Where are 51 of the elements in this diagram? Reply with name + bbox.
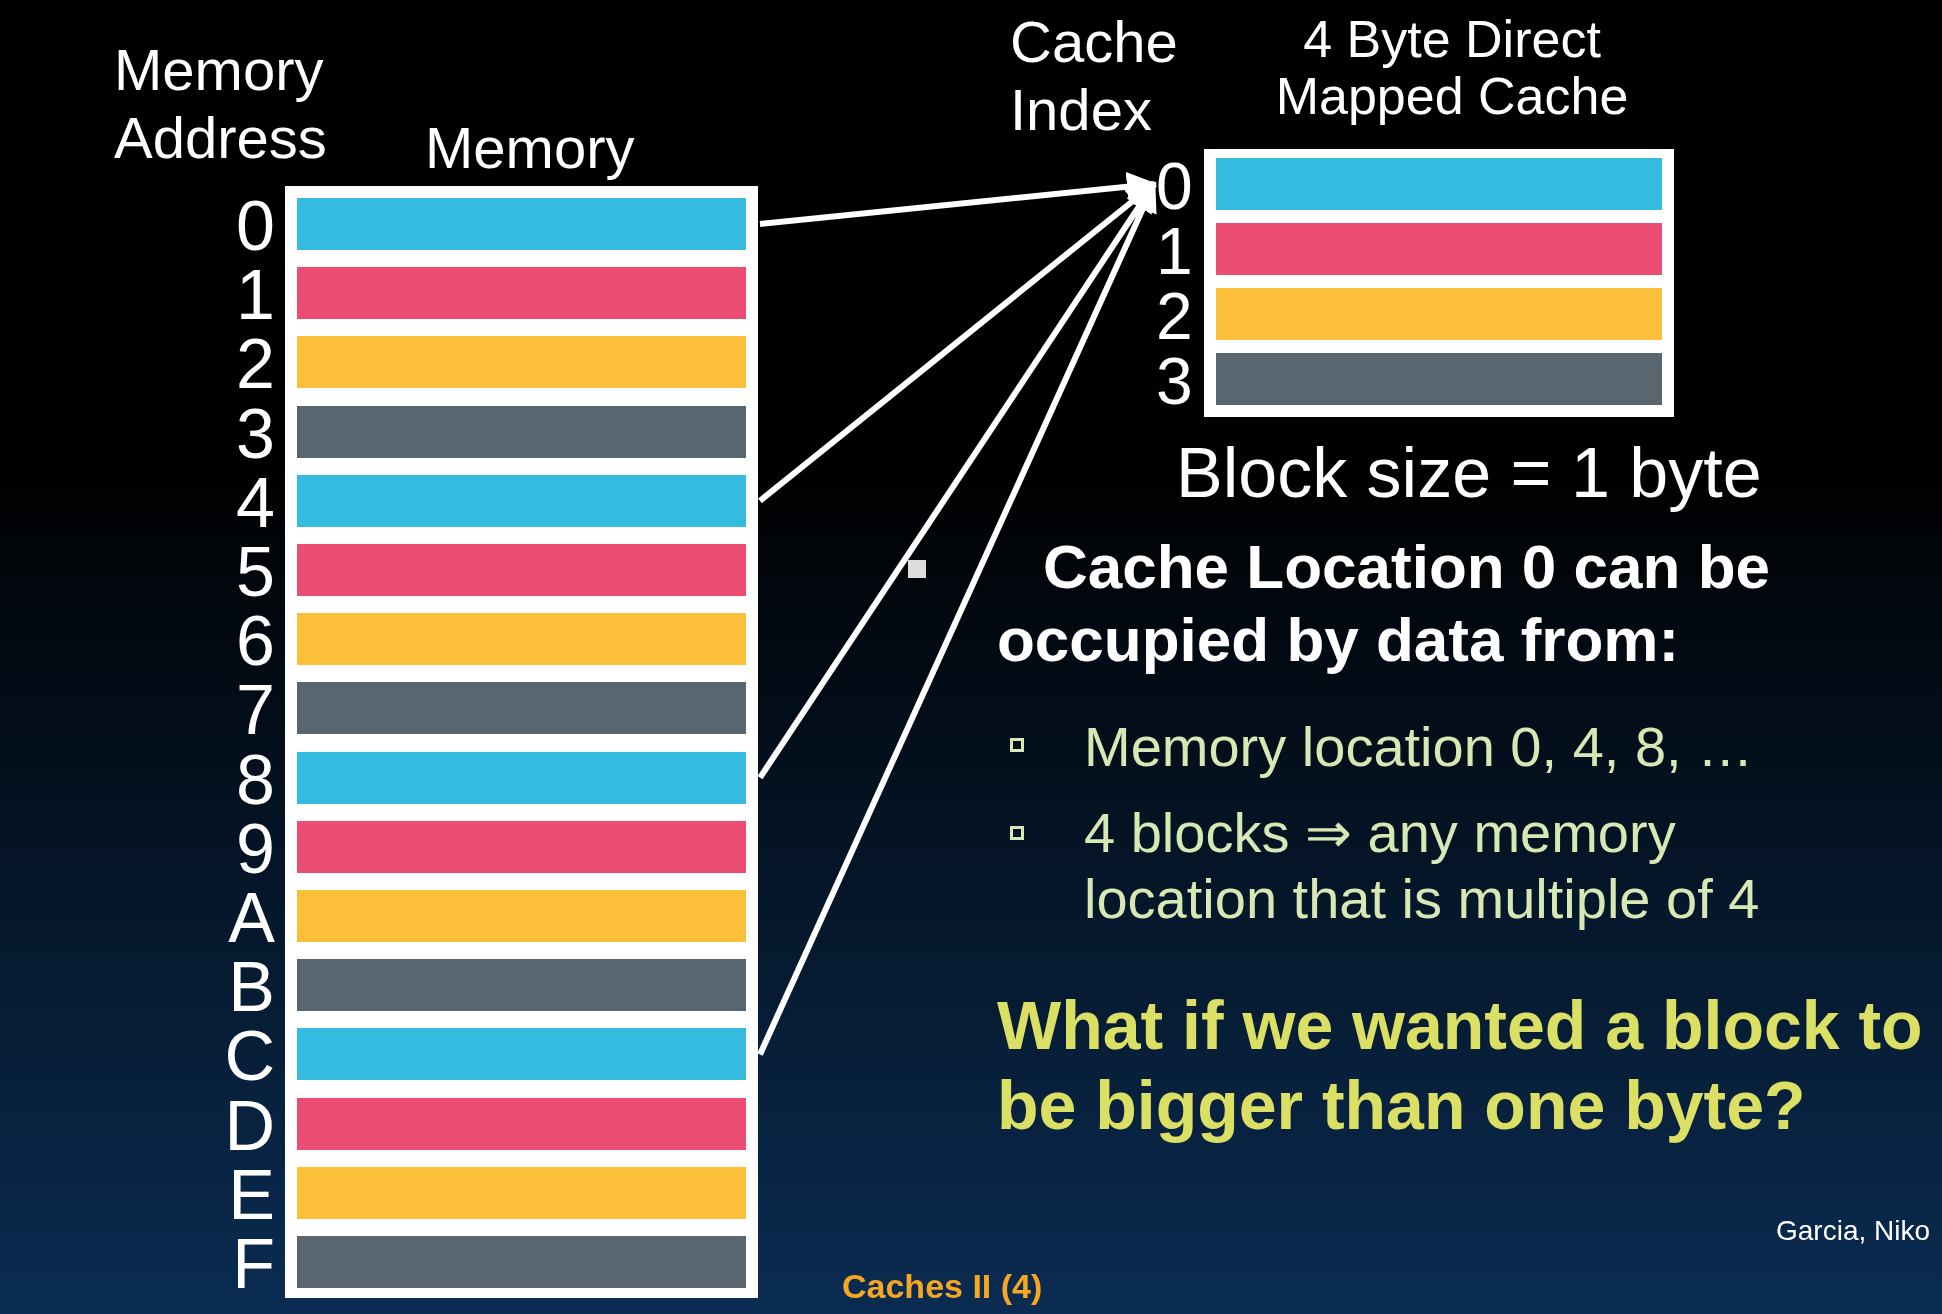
index-number: 0	[1156, 160, 1193, 212]
memory-block	[297, 890, 746, 942]
memory-block	[297, 682, 746, 735]
memory-block	[297, 544, 746, 596]
address-number: 1	[235, 269, 275, 322]
index-number: 3	[1156, 355, 1193, 407]
author-text: Garcia, Niko	[1776, 1214, 1932, 1248]
memory-block	[297, 1097, 746, 1150]
bullet-text: Memory location 0, 4, 8, …	[1084, 714, 1755, 780]
address-number: E	[227, 1168, 275, 1221]
arrow	[758, 181, 1157, 504]
address-number: 4	[235, 476, 275, 529]
memory-block	[297, 1166, 746, 1219]
arrow	[759, 171, 1157, 227]
address-number: C	[223, 1030, 275, 1083]
memory-block	[297, 267, 746, 320]
memory-block	[297, 959, 746, 1012]
address-number: A	[227, 892, 275, 944]
footer-text: Caches II (4)	[842, 1266, 1044, 1307]
address-number: D	[223, 1099, 275, 1152]
memory-block	[297, 405, 746, 458]
bullet-text: Cache Location 0 can be occupied by data from:	[997, 531, 1771, 677]
arrow	[757, 181, 1157, 780]
memory-block	[297, 1028, 746, 1081]
heading: 4 Byte Direct Mapped Cache	[1274, 11, 1630, 126]
memory-block	[297, 198, 746, 250]
address-number: 3	[235, 407, 275, 460]
heading: Memory	[425, 116, 635, 180]
address-number: B	[227, 961, 275, 1014]
caption-text: Block size = 1 byte	[1176, 433, 1763, 514]
address-number: 6	[235, 615, 275, 668]
address-number: 5	[235, 546, 275, 598]
question-text: What if we wanted a block to be bigger than one byte?	[997, 986, 1924, 1146]
column-heading: Memory Address	[114, 36, 328, 173]
index-number: 1	[1156, 225, 1193, 277]
memory-block	[297, 1236, 746, 1288]
memory-block	[297, 336, 746, 389]
memory-block	[297, 751, 746, 804]
memory-block	[297, 820, 746, 873]
address-number: 7	[235, 684, 275, 737]
memory-block	[297, 613, 746, 666]
column-heading: Cache Index	[1010, 8, 1179, 145]
address-number: 8	[235, 753, 275, 806]
address-number: 9	[235, 822, 275, 875]
address-number: 2	[235, 338, 275, 391]
index-number: 2	[1156, 290, 1193, 342]
bullet-text: 4 blocks ⇒ any memory location that is multiple of 4	[1084, 800, 1761, 933]
address-number: 0	[235, 200, 275, 252]
address-number: F	[231, 1238, 275, 1290]
memory-block	[297, 474, 746, 527]
arrow	[757, 181, 1157, 1056]
